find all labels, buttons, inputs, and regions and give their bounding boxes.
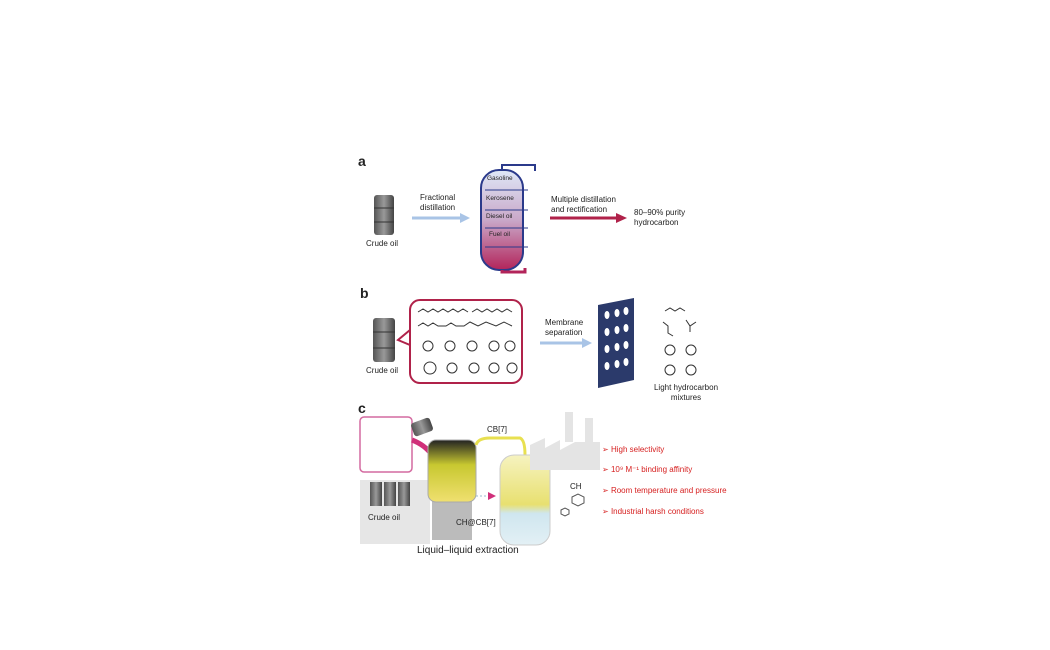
cb7-label: CB[7] — [487, 425, 508, 434]
feature-1: ➢ High selectivity — [602, 445, 665, 454]
factory — [530, 412, 600, 470]
hydrocarbon-speech-bubble — [396, 299, 523, 384]
feature-text: Room temperature and pressure — [610, 486, 727, 495]
panel-b-label: b — [360, 285, 369, 301]
light-hydrocarbon-molecules — [662, 307, 697, 376]
crude-oil-barrel-b — [373, 318, 395, 362]
feature-2: ➢ 10⁹ M⁻¹ binding affinity — [602, 465, 693, 474]
liquid-extraction-label: Liquid–liquid extraction — [417, 545, 519, 556]
ch-label: CH — [570, 482, 582, 491]
feature-3: ➢ Room temperature and pressure — [602, 486, 727, 495]
feature-4: ➢ Industrial harsh conditions — [602, 507, 704, 516]
extraction-tank-1 — [427, 439, 477, 540]
distillation-column — [480, 164, 536, 274]
feature-text: High selectivity — [610, 445, 665, 454]
crude-oil-barrels-c — [370, 482, 410, 506]
fraction-fuel-oil: Fuel oil — [489, 231, 510, 238]
ch-molecules — [560, 493, 585, 517]
crude-oil-label-c: Crude oil — [368, 513, 401, 522]
multiple-distillation-label: Multiple distillation and rectification — [551, 195, 616, 214]
fraction-gasoline: Gasoline — [487, 175, 513, 182]
panel-a-label: a — [358, 153, 366, 169]
rectification-arrow — [550, 213, 627, 223]
crude-oil-barrel-a — [374, 195, 394, 235]
membrane-separation-arrow — [540, 338, 592, 348]
crude-oil-label-a: Crude oil — [366, 239, 399, 248]
crude-oil-label-b: Crude oil — [366, 366, 399, 375]
membrane-separation-label: Membrane separation — [545, 318, 584, 337]
light-hydrocarbon-label: Light hydrocarbon mixtures — [653, 383, 719, 402]
fractional-distillation-label: Fractional distillation — [420, 193, 456, 212]
purity-result-label: 80–90% purity hydrocarbon — [634, 208, 686, 227]
fraction-diesel-oil: Diesel oil — [486, 213, 513, 220]
fractional-distillation-arrow — [412, 213, 470, 223]
cb7-return-pipe — [474, 436, 527, 456]
transfer-arrow — [476, 492, 496, 500]
feature-text: Industrial harsh conditions — [610, 507, 704, 516]
feature-text: 10⁹ M⁻¹ binding affinity — [610, 465, 693, 474]
fraction-kerosene: Kerosene — [486, 195, 514, 202]
pouring-barrel — [411, 417, 433, 437]
membrane — [598, 298, 634, 388]
panel-c-label: c — [358, 400, 366, 416]
extraction-tank-2 — [499, 454, 551, 546]
ch-cb7-label: CH@CB[7] — [456, 518, 496, 527]
